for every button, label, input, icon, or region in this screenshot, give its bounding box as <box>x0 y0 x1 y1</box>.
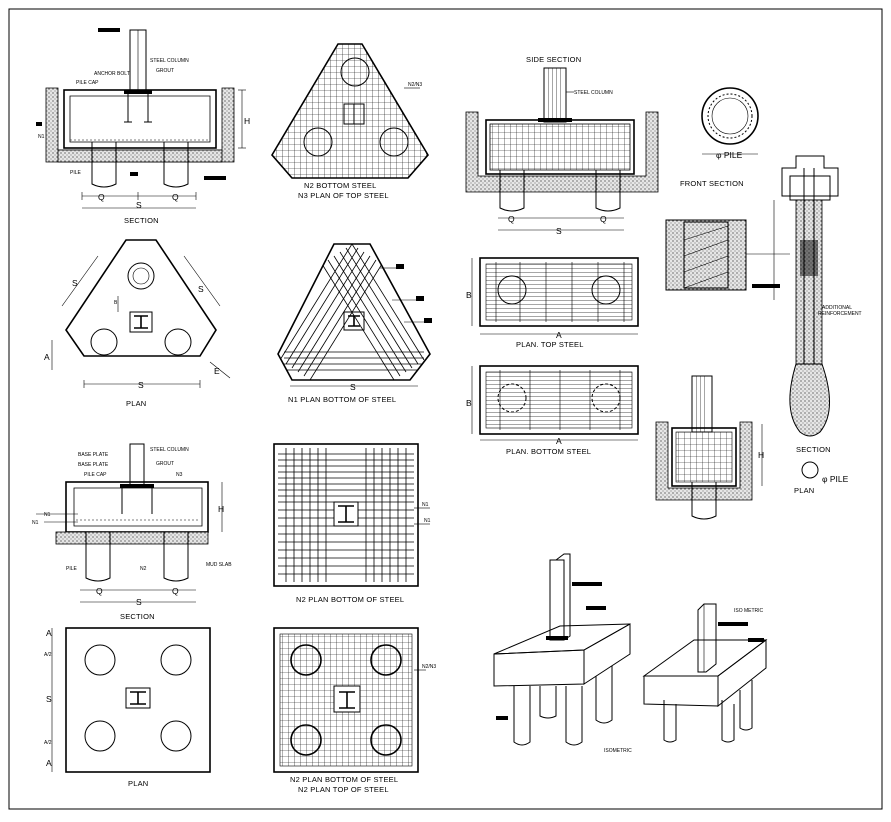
title-plan-right: PLAN <box>794 486 814 495</box>
title-n2-top-2: N2 PLAN TOP OF STEEL <box>298 785 389 794</box>
label-n-5: N1 <box>424 518 431 524</box>
plan-n1-triangle: S N1 PLAN BOTTOM OF STEEL <box>277 243 432 404</box>
dim-s: S <box>136 200 142 210</box>
dim-e: E <box>214 366 220 376</box>
dim-b-2: B <box>466 290 472 300</box>
label-pile: PILE <box>70 170 82 176</box>
title-n1-plan-bottom: N1 PLAN BOTTOM OF STEEL <box>288 395 396 404</box>
plan-n2-square: N1 N1 N2 PLAN BOTTOM OF STEEL <box>273 443 431 604</box>
label-mud-slab: MUD SLAB <box>206 562 232 568</box>
label-anchor-bolt: ANCHOR BOLT <box>94 71 130 77</box>
label-pile-dia-2: φ PILE <box>822 474 849 484</box>
dim-q-3: Q <box>508 214 515 224</box>
title-section-1: SECTION <box>124 216 159 225</box>
isometric-1: ISOMETRIC <box>493 553 632 754</box>
label-n2n3-2: N2/N3 <box>422 664 436 670</box>
dim-d: S <box>72 278 78 288</box>
sheet-border <box>8 8 883 810</box>
label-additional-1: ADDITIONAL <box>822 305 852 311</box>
title-side-section: SIDE SECTION <box>526 55 581 64</box>
dim-s-6: S <box>46 694 52 704</box>
front-section-panel <box>665 219 790 291</box>
dim-a-4: A <box>46 628 52 638</box>
label-grout-2: GROUT <box>156 461 174 467</box>
label-pile-dia-1: φ PILE <box>716 150 743 160</box>
dim-s-5: S <box>136 597 142 607</box>
pile-plan-top: φ PILE FRONT SECTION <box>680 87 759 188</box>
title-plan-top-steel: PLAN. TOP STEEL <box>516 340 584 349</box>
dim-s-4: S <box>556 226 562 236</box>
section-2: BASE PLATE BASE PLATE PILE CAP STEEL COL… <box>32 443 232 621</box>
dim-a-5: A <box>46 758 52 768</box>
label-n1-2: N1 <box>44 512 51 518</box>
dim-a-3: A <box>556 436 562 446</box>
plan-n2-top-bottom: N2/N3 N2 PLAN BOTTOM OF STEEL N2 PLAN TO… <box>273 627 436 794</box>
dim-s-3: S <box>350 382 356 392</box>
plan-n2-n3-triangle: N2/N3 N2 BOTTOM STEEL N3 PLAN OF TOP STE… <box>271 43 429 200</box>
dim-s-right: S <box>198 284 204 294</box>
isometric-2: ISO METRIC <box>642 603 768 743</box>
label-steel-column-3: STEEL COLUMN <box>150 447 189 453</box>
title-n2-plan-bottom: N2 PLAN BOTTOM OF STEEL <box>296 595 404 604</box>
label-n2n3-1: N2/N3 <box>408 82 422 88</box>
label-n1: N1 <box>38 134 45 140</box>
label-pile-cap: PILE CAP <box>76 80 99 86</box>
title-plan-1: PLAN <box>126 399 146 408</box>
title-n2-bottom-1: N2 BOTTOM STEEL <box>304 181 376 190</box>
plan-2: A A/2 S A/2 A PLAN <box>44 627 211 788</box>
section-1: STEEL COLUMN ANCHOR BOLT GROUT PILE CAP … <box>36 28 250 225</box>
title-isometric: ISOMETRIC <box>604 748 632 754</box>
title-front-section: FRONT SECTION <box>680 179 744 188</box>
dim-h-2: H <box>758 450 764 460</box>
dim-q-5: Q <box>96 586 103 596</box>
title-plan-2: PLAN <box>128 779 148 788</box>
label-n1-3: N1 <box>32 520 39 526</box>
label-pile-cap-2: PILE CAP <box>84 472 107 478</box>
plan-1: S S B A E S PLAN <box>44 239 231 408</box>
label-additional-2: REINFORCEMENT <box>818 311 862 317</box>
label-n2: N2 <box>140 566 147 572</box>
label-pile-2: PILE <box>66 566 78 572</box>
dim-a-half-1: A/2 <box>44 652 52 658</box>
small-section: H <box>655 375 764 520</box>
label-n3: N3 <box>176 472 183 478</box>
side-section: SIDE SECTION STEEL COLUMN Q Q S <box>465 55 659 236</box>
dim-q-left: Q <box>98 192 105 202</box>
label-base-plate-2: BASE PLATE <box>78 462 109 468</box>
label-base-plate-1: BASE PLATE <box>78 452 109 458</box>
dim-a-half-2: A/2 <box>44 740 52 746</box>
dim-b-3: B <box>466 398 472 408</box>
title-n2-bottom-2: N2 PLAN BOTTOM OF STEEL <box>290 775 398 784</box>
plan-bottom-steel: B A PLAN. BOTTOM STEEL <box>466 365 639 456</box>
label-n1-4: N1 <box>422 502 429 508</box>
dim-q-4: Q <box>600 214 607 224</box>
title-n3-top-1: N3 PLAN OF TOP STEEL <box>298 191 389 200</box>
title-iso-metric: ISO METRIC <box>734 608 764 614</box>
dim-h: H <box>244 116 250 126</box>
dim-q-right: Q <box>172 192 179 202</box>
plan-top-steel: B A PLAN. TOP STEEL <box>466 257 639 349</box>
title-section-right: SECTION <box>796 445 831 454</box>
title-section-2: SECTION <box>120 612 155 621</box>
dim-q-6: Q <box>172 586 179 596</box>
dim-a-2: A <box>556 330 562 340</box>
pile-long-section: ADDITIONAL REINFORCEMENT SECTION φ PILE … <box>773 155 862 495</box>
label-steel-column: STEEL COLUMN <box>150 58 189 64</box>
dim-a-1: A <box>44 352 50 362</box>
dim-s-2: S <box>138 380 144 390</box>
title-plan-bottom-steel: PLAN. BOTTOM STEEL <box>506 447 591 456</box>
dim-h-3: H <box>218 504 224 514</box>
label-grout: GROUT <box>156 68 174 74</box>
dim-b-1: B <box>114 300 118 306</box>
label-steel-column-2: STEEL COLUMN <box>574 90 613 96</box>
